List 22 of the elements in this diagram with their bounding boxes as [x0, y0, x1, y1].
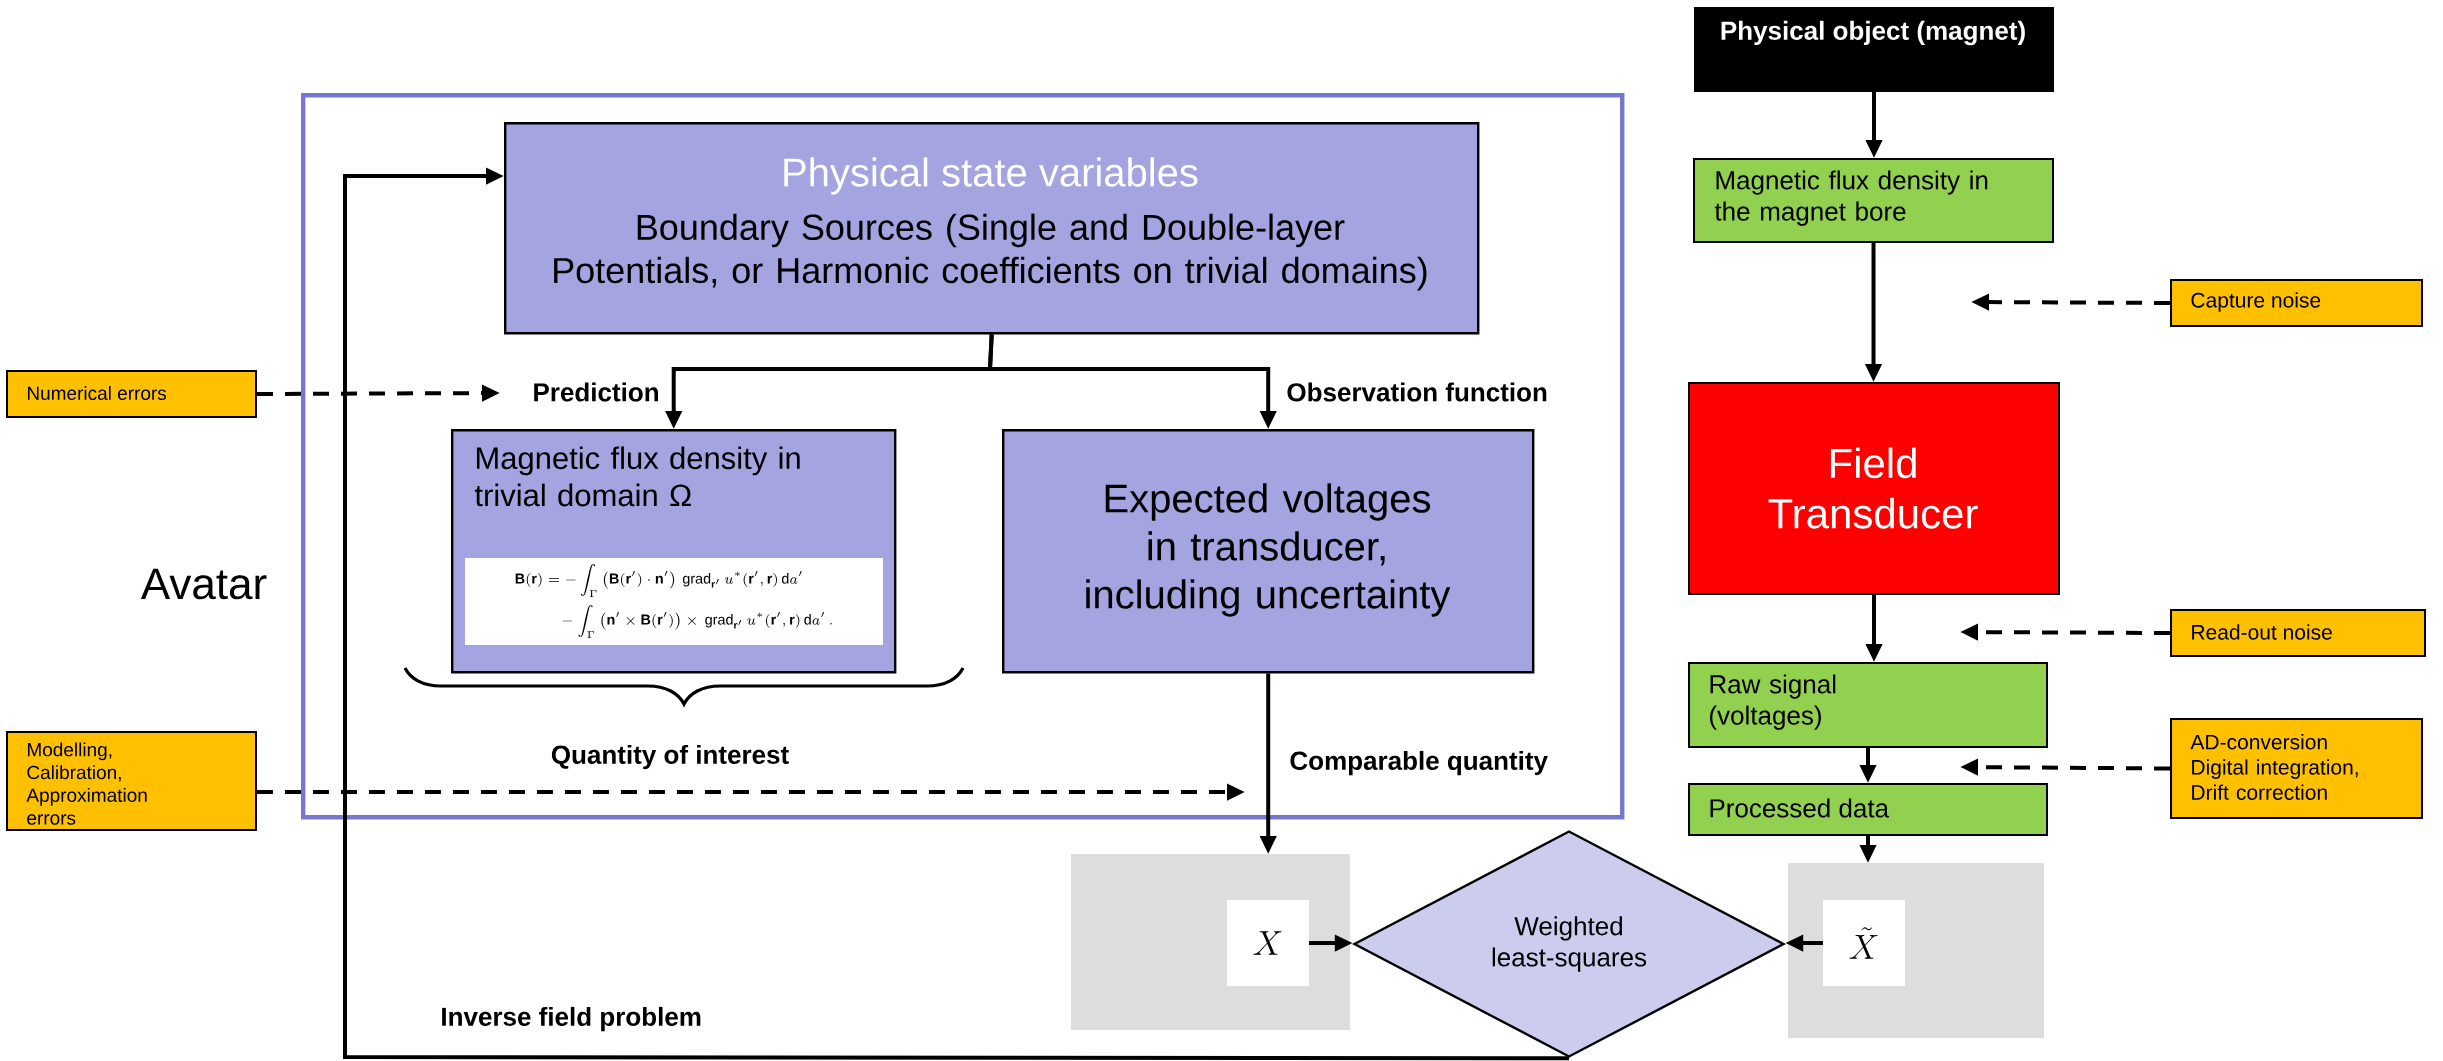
caption-text: Quantity of interest: [551, 744, 789, 770]
note-box: AD-conversion Digital integration, Drift correction: [2170, 718, 2424, 819]
edge-label: Prediction: [530, 380, 662, 404]
process-box: Processed data: [1688, 783, 2048, 836]
process-box: Raw signal (voltages): [1688, 662, 2048, 748]
edge-label: Observation function: [1284, 380, 1550, 404]
edge-label: Comparable quantity: [1287, 748, 1550, 778]
note-box: Numerical errors: [6, 370, 257, 418]
object-box: Physical object (magnet): [1694, 7, 2054, 92]
process-box: Physical state variables Boundary Sources (Single and Double-layer Potentials, or Harmonic coefficients on trivial domains): [504, 122, 1480, 335]
transducer-box: Field Transducer: [1688, 382, 2060, 595]
caption-text: Inverse field problem: [442, 1006, 701, 1032]
note-box: Capture noise: [2170, 279, 2424, 327]
process-box: Magnetic flux density in trivial domain Ω $\begin{aligned}\mathbf{B}(\mathbf{r}) &= -\int_\Gamma \left(\mathbf{B}(\mathbf{r}')\cdot\mathbf{n}'\right)\,\mathrm{grad}_{\mathbf{r}'}\,u^*(\mathbf{r}',\mathbf{r})\,\mathrm{d}a' \\ &\quad -\int_\Gamma \left(\mathbf{n}'\times\mathbf{B}(\mathbf{r}')\right)\times\,\mathrm{grad}_{\mathbf{r}'}\,u^*(\mathbf{r}',\mathbf{r})\,\mathrm{d}a'\,.\end{aligned}$: [451, 429, 897, 674]
symbol-box: $X$: [1227, 900, 1309, 986]
process-box: Magnetic flux density in the magnet bore: [1693, 158, 2054, 243]
node-label: Avatar: [140, 568, 267, 600]
symbol-box: $\tilde{X}$: [1823, 900, 1905, 986]
note-box: Read-out noise: [2170, 609, 2426, 657]
note-box: Modelling, Calibration, Approximation errors: [6, 731, 257, 831]
process-box: Expected voltages in transducer, including uncertainty: [1002, 429, 1535, 674]
arrow: [343, 167, 1569, 1061]
